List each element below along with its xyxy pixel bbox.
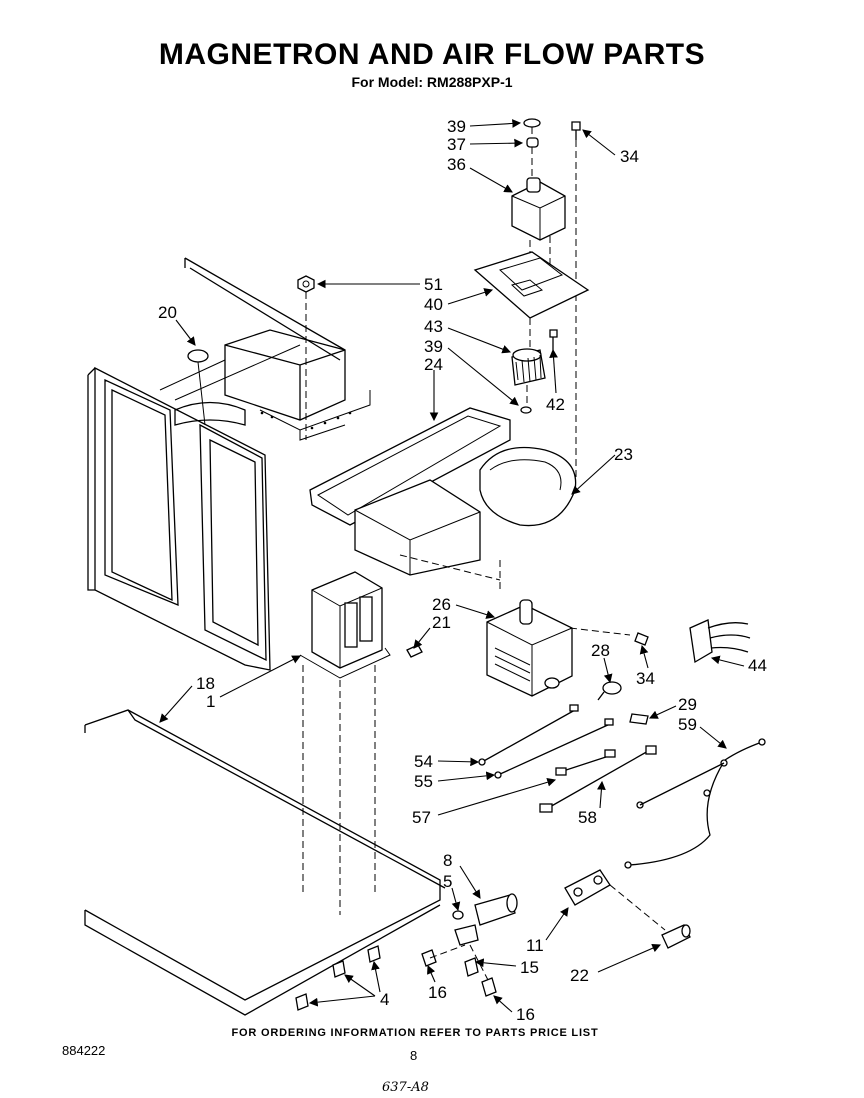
part-20-shape [187,349,209,363]
callout-8: 8 [443,851,452,870]
part-28-cutout [597,681,622,701]
page-title: MAGNETRON AND AIR FLOW PARTS [158,38,706,71]
callout-58: 58 [578,808,597,827]
callout-43: 43 [424,317,443,336]
callout-28: 28 [591,641,610,660]
callout-4: 4 [380,990,389,1009]
part-29-screw [629,713,649,725]
callout-34-right: 34 [636,669,655,688]
air-duct-assembly [309,407,577,581]
part-26-magnetron [486,560,631,697]
part-44-connector [689,619,751,664]
fan-motor-assembly [473,118,590,480]
part-18-base-plate [84,709,446,1016]
callout-5: 5 [443,872,452,891]
oven-cabinet-illustration [87,257,346,671]
callout-39-lower: 39 [424,337,443,356]
callout-16-left: 16 [428,983,447,1002]
callout-23: 23 [614,445,633,464]
callout-34-top: 34 [620,147,639,166]
callout-55: 55 [414,772,433,791]
callout-54: 54 [414,752,433,771]
callout-44: 44 [748,656,767,675]
bracket-box-illustration [224,329,371,441]
callout-18: 18 [196,674,215,693]
ordering-info-note: FOR ORDERING INFORMATION REFER TO PARTS … [231,1027,599,1039]
callout-24: 24 [424,355,443,374]
callout-labels: 39 37 36 34 51 40 20 43 39 24 42 23 26 2… [158,117,767,1024]
callout-37: 37 [447,135,466,154]
leader-lines [159,119,745,1013]
callout-42: 42 [546,395,565,414]
callout-26: 26 [432,595,451,614]
callout-51: 51 [424,275,443,294]
callout-29: 29 [678,695,697,714]
callout-1: 1 [206,692,215,711]
callout-20: 20 [158,303,177,322]
part-22-fuse [661,924,691,949]
callout-15: 15 [520,958,539,977]
model-subtitle: For Model: RM288PXP-1 [351,74,513,90]
callout-22: 22 [570,966,589,985]
handwritten-mark: 637-A8 [382,1080,429,1095]
wire-harness-parts [478,704,766,869]
page-number: 8 [410,1048,418,1063]
callout-57: 57 [412,808,431,827]
part-11-fuse-holder [564,869,666,931]
part-4-screws [295,945,381,1011]
callout-11: 11 [526,936,544,955]
part-51-nut [297,275,315,440]
callout-59: 59 [678,715,697,734]
callout-21: 21 [432,613,451,632]
part-34b-screw [634,632,649,646]
callout-40: 40 [424,295,443,314]
callout-39-top: 39 [447,117,466,136]
part-1-transformer [299,571,391,915]
document-number: 884222 [62,1043,106,1058]
capacitor-assembly [421,893,518,997]
callout-16-right: 16 [516,1005,535,1024]
callout-36: 36 [447,155,466,174]
